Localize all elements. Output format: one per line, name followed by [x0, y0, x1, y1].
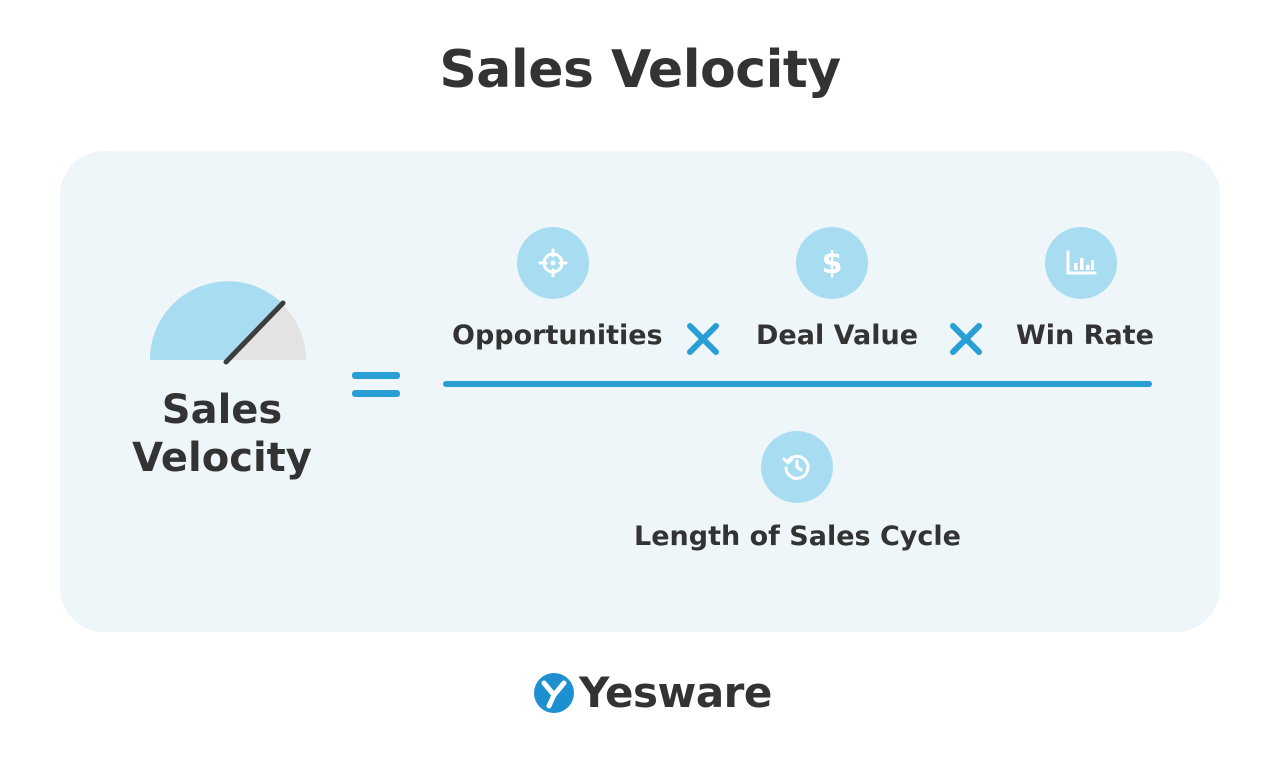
history-clock-icon — [761, 431, 833, 503]
sales-velocity-label-line2: Velocity — [132, 435, 312, 481]
sales-velocity-label: Sales Velocity — [122, 386, 322, 482]
term-opportunities: Opportunities — [452, 320, 663, 351]
term-win-rate: Win Rate — [1016, 320, 1154, 351]
term-deal-value: Deal Value — [756, 320, 919, 351]
formula-card — [60, 151, 1220, 632]
sales-velocity-label-line1: Sales — [161, 387, 283, 433]
fraction-bar — [443, 381, 1152, 387]
equals-sign — [352, 372, 400, 408]
page-title: Sales Velocity — [439, 40, 841, 100]
dollar-icon: $ — [796, 227, 868, 299]
target-icon — [517, 227, 589, 299]
multiply-sign-2 — [950, 323, 982, 355]
yesware-logo-mark — [534, 672, 574, 713]
yesware-logo: Yesware — [533, 668, 772, 717]
bar-chart-icon — [1045, 227, 1117, 299]
brand-name: Yesware — [579, 668, 772, 717]
term-length-of-sales-cycle: Length of Sales Cycle — [634, 521, 961, 552]
multiply-sign-1 — [687, 323, 719, 355]
speedometer-icon — [149, 281, 306, 365]
